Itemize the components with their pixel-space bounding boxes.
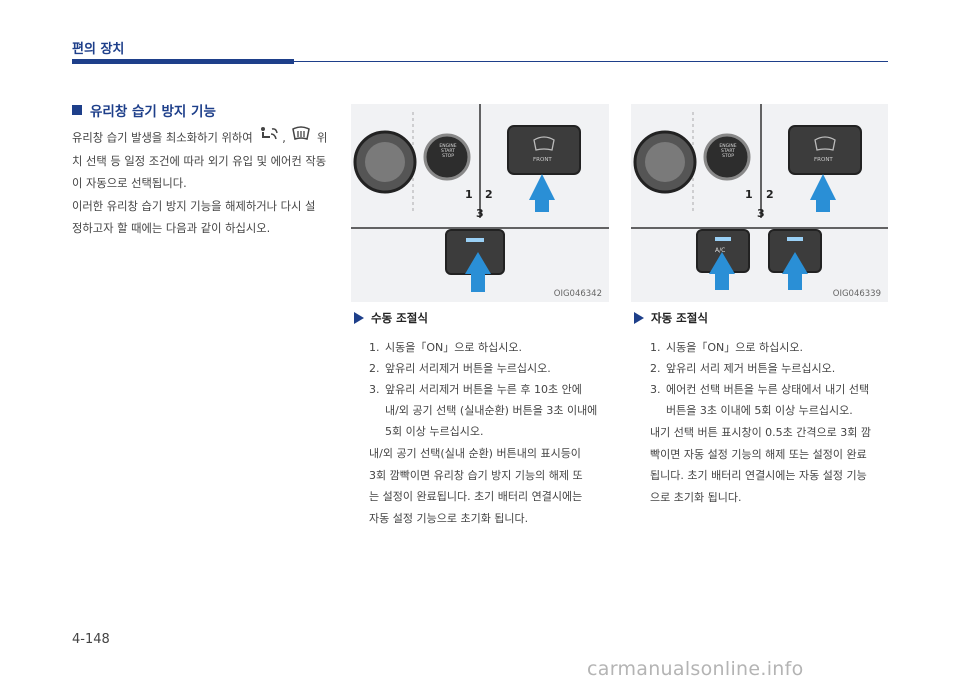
ac-button-label: A/C (715, 247, 726, 254)
callout-3: 3 (757, 207, 765, 220)
auto-control-drawing (631, 104, 888, 290)
list-item-continuation: 버튼을 3초 이내에 5회 이상 누르십시오. (666, 404, 853, 417)
manual-heading: 수동 조절식 (354, 310, 428, 326)
list-item: 1.시동을「ON」으로 하십시오. (650, 341, 803, 354)
front-button-label: FRONT (533, 157, 552, 163)
figure-code: OIG046339 (832, 289, 881, 299)
list-item: 3.에어컨 선택 버튼을 누른 상태에서 내기 선택 (650, 383, 870, 396)
intro-line-4: 이러한 유리창 습기 방지 기능을 해제하거나 다시 설 (72, 199, 316, 213)
front-button-label: FRONT (814, 157, 833, 163)
manual-steps: 1.시동을「ON」으로 하십시오. 2.앞유리 서리제거 버튼을 누르십시오. … (369, 337, 613, 442)
intro-line-2: 치 선택 등 일정 조건에 따라 외기 유입 및 에어컨 작동 (72, 154, 327, 168)
intro-line-3: 이 자동으로 선택됩니다. (72, 177, 187, 190)
defrost-mode-icon (258, 126, 280, 151)
list-item-continuation: 내/외 공기 선택 (실내순환) 버튼을 3초 이내에 (385, 404, 598, 417)
auto-heading: 자동 조절식 (634, 310, 708, 326)
front-defrost-icon (291, 126, 311, 151)
page-header-title: 편의 장치 (72, 42, 125, 57)
callout-1: 1 (465, 188, 473, 201)
callout-2: 2 (485, 188, 493, 201)
triangle-bullet-icon (634, 312, 644, 324)
callout-2: 2 (766, 188, 774, 201)
callout-1: 1 (745, 188, 753, 201)
header-rule-thick (72, 59, 294, 64)
square-bullet-icon (72, 105, 82, 115)
list-item: 2.앞유리 서리 제거 버튼을 누르십시오. (650, 362, 836, 375)
page-number: 4-148 (72, 632, 110, 647)
manual-control-drawing (351, 104, 609, 292)
start-button-label: ENGINE START STOP (719, 144, 737, 159)
start-button-label: ENGINE START STOP (439, 144, 457, 159)
header-rule-thin (294, 61, 888, 62)
list-item: 3.앞유리 서리제거 버튼을 누른 후 10초 안에 (369, 383, 582, 396)
auto-note: 내기 선택 버튼 표시창이 0.5초 간격으로 3회 깜 빡이면 자동 설정 기… (650, 426, 872, 504)
auto-control-illustration: ENGINE START STOP FRONT A/C 1 2 3 OIG046… (631, 104, 888, 302)
list-item: 2.앞유리 서리제거 버튼을 누르십시오. (369, 362, 551, 375)
manual-note: 내/외 공기 선택(실내 순환) 버튼내의 표시등이 3회 깜빡이면 유리창 습… (369, 447, 583, 525)
section-heading: 유리창 습기 방지 기능 (72, 100, 216, 120)
manual-control-illustration: ENGINE START STOP FRONT 1 2 3 OIG046342 (351, 104, 609, 302)
figure-code: OIG046342 (553, 289, 602, 299)
intro-paragraph: 유리창 습기 발생을 최소화하기 위하여 , 위 치 선택 등 일정 조건에 따… (72, 126, 338, 241)
intro-line-5: 정하고자 할 때에는 다음과 같이 하십시오. (72, 222, 271, 235)
section-heading-text: 유리창 습기 방지 기능 (90, 104, 216, 120)
auto-steps: 1.시동을「ON」으로 하십시오. 2.앞유리 서리 제거 버튼을 누르십시오.… (650, 337, 890, 421)
list-item: 1.시동을「ON」으로 하십시오. (369, 341, 522, 354)
triangle-bullet-icon (354, 312, 364, 324)
intro-line-1: 유리창 습기 발생을 최소화하기 위하여 , 위 (72, 126, 338, 151)
intro-separator: , (282, 131, 286, 145)
callout-3: 3 (476, 207, 484, 220)
watermark: carmanualsonline.info (587, 658, 804, 680)
list-item-continuation: 5회 이상 누르십시오. (385, 425, 484, 438)
